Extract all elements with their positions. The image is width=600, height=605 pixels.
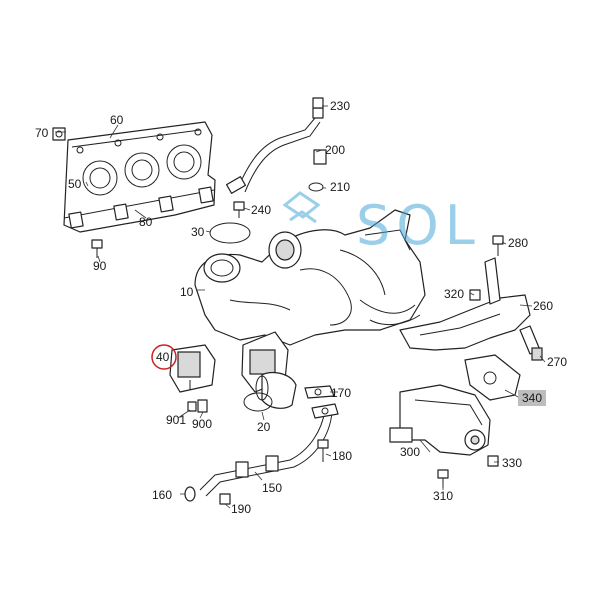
oil-return-pipe-drawing: [199, 403, 339, 497]
callout-280: 280: [508, 236, 528, 250]
callout-60: 60: [110, 113, 124, 127]
callout-90: 90: [93, 259, 107, 273]
leader-lines: [55, 105, 546, 509]
o-ring-160-drawing: [184, 486, 196, 502]
callout-50: 50: [68, 177, 82, 191]
highlight-box-340: [518, 390, 546, 406]
callout-10: 10: [180, 285, 194, 299]
callout-170: 170: [331, 386, 351, 400]
gasket-170-drawing: [304, 385, 335, 399]
callout-900: 900: [192, 417, 212, 431]
connector-901-drawing: [187, 401, 197, 412]
sealing-ring-ellipse: [243, 392, 273, 412]
bolt-90-drawing: [91, 239, 103, 258]
callout-labels: 10 20 30 40 50 60 70 80 90 150 160 170 1…: [35, 99, 567, 516]
callout-270: 270: [547, 355, 567, 369]
actuator-40-drawing: [169, 344, 216, 393]
callout-300: 300: [400, 445, 420, 459]
sensor-270-drawing: [519, 325, 543, 361]
highlight-circle-40: [151, 344, 177, 370]
watermark-text: SOL: [356, 194, 481, 257]
callout-200: 200: [325, 143, 345, 157]
callout-320: 320: [444, 287, 464, 301]
callout-210: 210: [330, 180, 350, 194]
banjo-bolt-240-drawing: [233, 201, 245, 218]
callout-310: 310: [433, 489, 453, 503]
bolt-280-drawing: [492, 235, 504, 256]
callout-70: 70: [35, 126, 49, 140]
callout-160: 160: [152, 488, 172, 502]
heat-shield-drawing: [399, 257, 531, 351]
callout-240: 240: [251, 203, 271, 217]
callout-30: 30: [191, 225, 205, 239]
callout-80: 80: [139, 215, 153, 229]
callout-230: 230: [330, 99, 350, 113]
washer-70-drawing: [52, 127, 66, 141]
callout-40: 40: [156, 350, 170, 364]
callout-260: 260: [533, 299, 553, 313]
turbocharger-drawing: [194, 209, 426, 346]
callout-340: 340: [522, 391, 542, 405]
mount-bracket-300-drawing: [389, 384, 491, 456]
callout-190: 190: [231, 502, 251, 516]
oil-feed-pipe-drawing: [225, 98, 327, 194]
bolt-180-drawing: [317, 439, 329, 462]
callout-901: 901: [166, 413, 186, 427]
watermark: SOL: [282, 191, 481, 257]
bolt-190-drawing: [219, 493, 231, 505]
bolt-230-drawing: [312, 97, 324, 109]
bracket-900-drawing: [197, 399, 208, 413]
bolt-320-drawing: [469, 289, 481, 301]
bolt-330-drawing: [487, 455, 499, 467]
callout-330: 330: [502, 456, 522, 470]
gasket-ring-30-drawing: [209, 222, 251, 244]
manifold-gasket-drawing: [63, 121, 216, 233]
hose-20-drawing: [255, 371, 297, 409]
callout-20: 20: [257, 420, 271, 434]
sealing-ring-210-drawing: [308, 182, 324, 192]
callout-150: 150: [262, 481, 282, 495]
callout-180: 180: [332, 449, 352, 463]
